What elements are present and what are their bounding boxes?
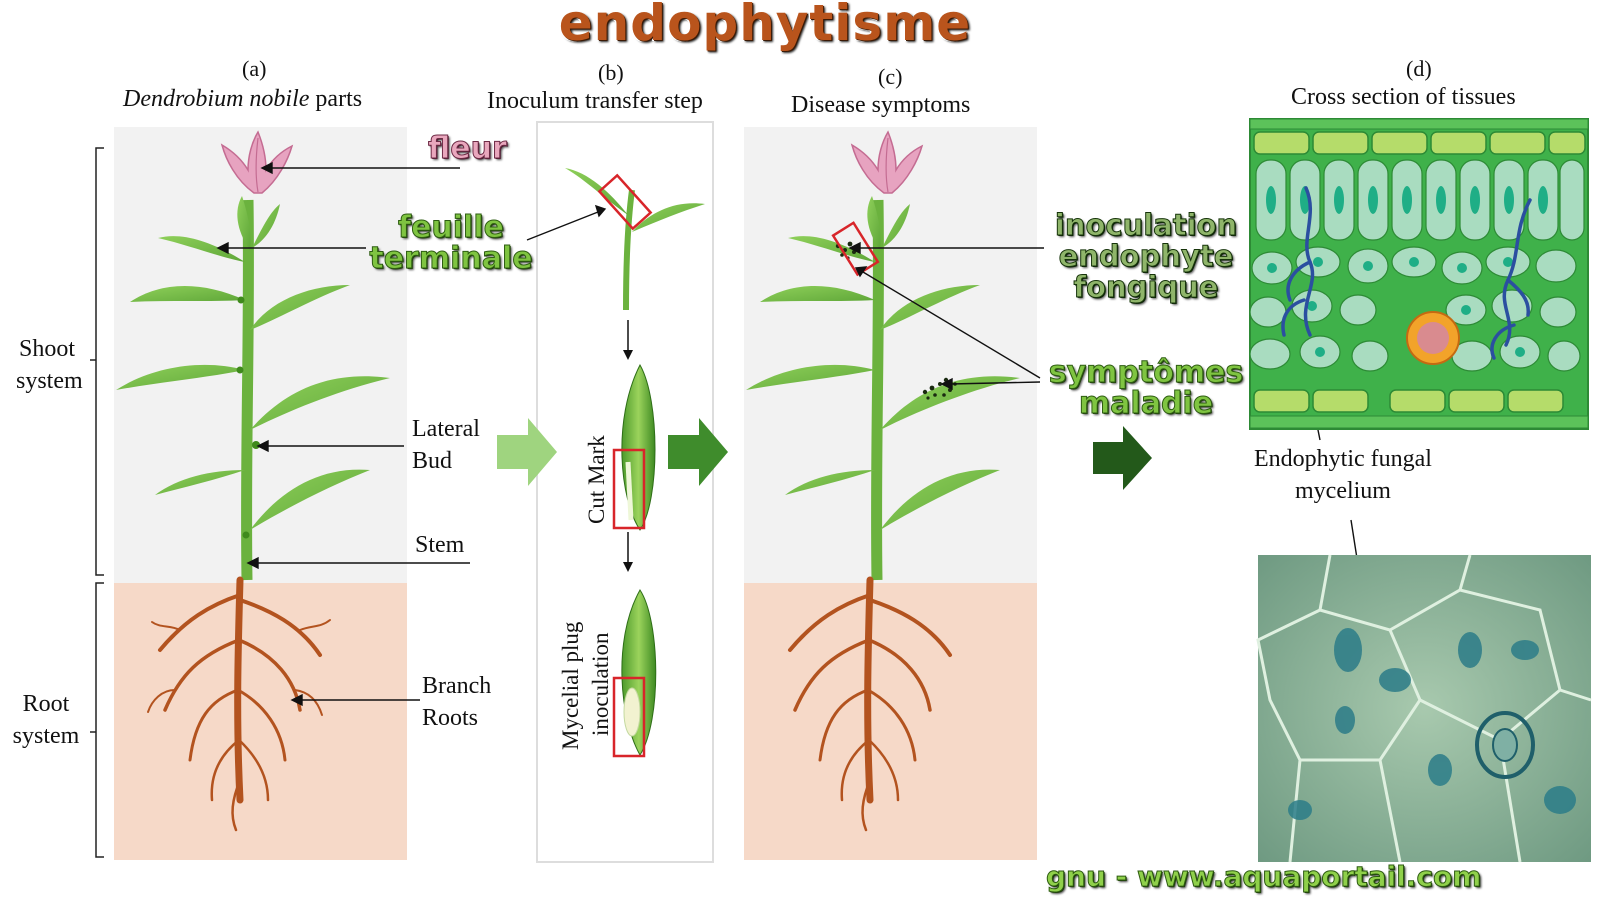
label-inoc3: fongique [1073, 270, 1219, 304]
system-brackets [90, 147, 104, 858]
palisade-cells [1255, 159, 1585, 241]
stained-hyphae [1288, 628, 1576, 820]
page-title: endophytisme [558, 0, 972, 52]
panel-d-subtitle: Cross section of tissues [1291, 84, 1516, 110]
shoot-system-line1: Shoot [18, 336, 75, 362]
mycelium-line1: Endophytic fungal [1254, 446, 1432, 472]
label-sympt2: maladie [1078, 386, 1214, 421]
cut-mark-label: Cut Mark [584, 435, 609, 524]
panel-a-tag: (a) [242, 56, 267, 81]
label-symptomes: symptômes maladie [1046, 355, 1246, 421]
panel-b-frame [536, 121, 714, 863]
panel-b-tag: (b) [598, 60, 624, 85]
plant-a [116, 130, 390, 832]
stem-label: Stem [415, 532, 465, 558]
species-name: Dendrobium nobile [123, 86, 310, 112]
label-feuille-terminale: feuille terminale [366, 210, 536, 276]
panel-d-tag: (d) [1406, 56, 1432, 81]
arrow-right-medium [668, 418, 728, 486]
label-inoc1: inoculation [1054, 208, 1238, 242]
label-fleur: fleur [428, 131, 508, 167]
plant-c [746, 130, 1020, 832]
lateral-bud-label: Lateral Bud [412, 413, 480, 477]
lateral-label: Lateral [412, 416, 480, 442]
label-sympt1: symptômes [1048, 355, 1244, 390]
arrow-right-dark [1093, 426, 1152, 490]
nuclei [1266, 186, 1548, 214]
label-inoculation: inoculation endophyte fongique [1046, 208, 1246, 304]
label-inoc2: endophyte [1058, 239, 1234, 273]
mycelial-line2: inoculation [588, 632, 613, 736]
branch-label: Branch [422, 673, 492, 699]
cut-mark-box [612, 448, 646, 530]
flower-icon-c [850, 130, 924, 194]
label-terminale: terminale [369, 241, 533, 276]
root-system-label: Root system [10, 688, 82, 752]
mycelial-line1: Mycelial plug [558, 621, 583, 750]
mycelial-plug-label: Mycelial plug inoculation [556, 622, 616, 750]
cut-mark-box-top [597, 173, 653, 231]
shoot-background-c [744, 127, 1037, 583]
bud-label: Bud [412, 448, 453, 474]
shoot-system-label: Shoot system [16, 333, 83, 397]
inoculation-box [612, 676, 646, 758]
panel-c-tag: (c) [878, 64, 903, 89]
label-feuille: feuille [398, 210, 505, 245]
panel-a-subtitle: Dendrobium nobile parts [123, 86, 362, 113]
soil-background [114, 583, 407, 860]
tissue-cross-section [1249, 118, 1589, 430]
branch-roots-label: Branch Roots [422, 670, 491, 734]
panel-b-subtitle: Inoculum transfer step [487, 88, 703, 114]
mycelium-line2: mycelium [1295, 478, 1391, 504]
plant-b [565, 168, 705, 758]
footer-watermark: gnu - www.aquaportail.com [1045, 860, 1482, 894]
arrow-right-light [497, 418, 557, 486]
shoot-system-line2: system [16, 368, 83, 394]
flower-icon [220, 130, 294, 194]
roots-label: Roots [422, 705, 479, 731]
inoculation-box-c [831, 221, 880, 277]
panel-c-subtitle: Disease symptoms [791, 92, 971, 118]
roots-a [147, 576, 331, 832]
hyphae [1281, 186, 1532, 360]
panel-a-subtitle-rest: parts [309, 86, 363, 112]
roots-c [788, 576, 952, 832]
micrograph [1256, 554, 1592, 863]
mycelium-label: Endophytic fungal mycelium [1243, 443, 1443, 507]
root-system-line1: Root [22, 691, 70, 717]
shoot-background [114, 127, 407, 583]
root-system-line2: system [12, 723, 80, 749]
soil-background-c [744, 583, 1037, 860]
